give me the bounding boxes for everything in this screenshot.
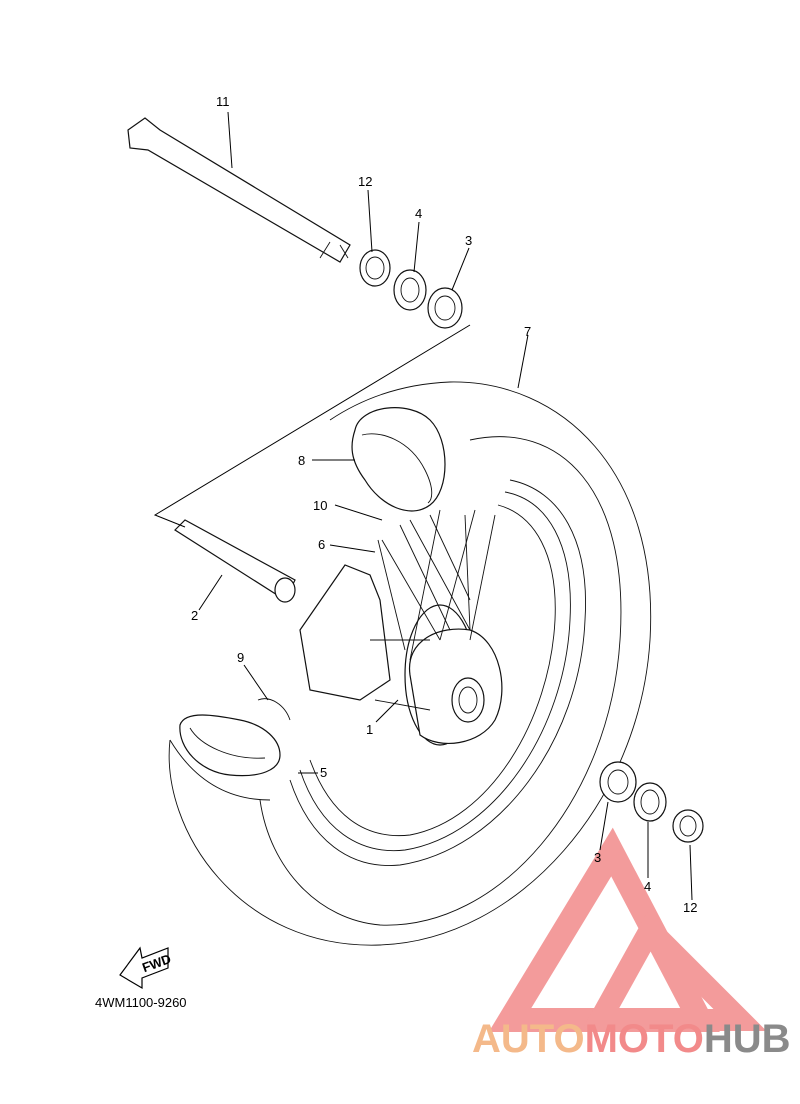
assembly-bracket-line [153, 324, 471, 528]
oil-seal-top [393, 269, 427, 311]
bearing-top [427, 287, 463, 329]
tire [168, 381, 652, 946]
leader-lines [198, 111, 693, 901]
spokes [377, 509, 496, 661]
callout-8: 8 [298, 453, 305, 468]
callout-11: 11 [216, 94, 230, 109]
callout-9: 9 [237, 650, 244, 665]
callout-12-bottom: 12 [683, 900, 697, 915]
watermark-moto: MOTO [585, 1017, 704, 1061]
svg-text:AUTOMOTOHUB: AUTOMOTOHUB [472, 1017, 791, 1061]
hub-assembly [299, 564, 503, 746]
watermark-text: AUTOMOTOHUB [472, 1017, 791, 1061]
axle [127, 117, 351, 263]
collar-top [359, 249, 391, 287]
callout-4-bottom: 4 [644, 879, 651, 894]
callout-3-bottom: 3 [594, 850, 601, 865]
oil-seal-bottom [633, 782, 667, 822]
callout-1: 1 [366, 722, 373, 737]
callout-7: 7 [524, 324, 531, 339]
rim-band [179, 698, 291, 777]
spacer [174, 519, 296, 603]
callout-5: 5 [320, 765, 327, 780]
watermark-hub: HUB [704, 1017, 791, 1061]
bearing-bottom [599, 761, 637, 803]
watermark-logo [488, 827, 767, 1032]
callout-labels: 11 12 4 3 7 8 10 6 2 9 1 5 3 4 12 [191, 94, 697, 915]
callout-2: 2 [191, 608, 198, 623]
callout-3-top: 3 [465, 233, 472, 248]
callout-12-top: 12 [358, 174, 372, 189]
callout-10: 10 [313, 498, 327, 513]
inner-tube [351, 407, 446, 512]
diagram-code: 4WM1100-9260 [95, 995, 187, 1010]
fwd-arrow-icon: FWD [119, 946, 173, 990]
callout-6: 6 [318, 537, 325, 552]
callout-4-top: 4 [415, 206, 422, 221]
watermark-auto: AUTO [472, 1017, 585, 1061]
collar-bottom [672, 809, 704, 843]
